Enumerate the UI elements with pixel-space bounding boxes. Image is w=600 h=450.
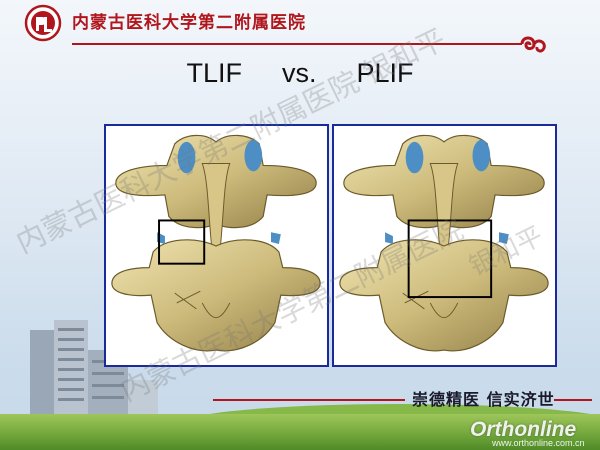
tlif-highlight-box — [158, 219, 206, 265]
header-divider — [72, 43, 512, 45]
orthonline-url: www.orthonline.com.cn — [492, 438, 585, 448]
title-plif: PLIF — [356, 58, 414, 88]
motto-divider-right — [554, 399, 592, 401]
hospital-motto: 崇德精医 信实济世 — [412, 390, 555, 409]
lumbar-spine-image — [339, 134, 549, 352]
title-vs: vs. — [281, 58, 317, 88]
cloud-ornament-icon — [508, 36, 546, 53]
header: 内蒙古医科大学第二附属医院 — [0, 0, 600, 53]
lumbar-spine-image — [111, 134, 321, 352]
orthonline-logo: Orthonline — [470, 418, 577, 441]
tlif-image-panel — [104, 124, 329, 367]
plif-highlight-box — [407, 219, 493, 299]
hospital-emblem-icon — [24, 4, 62, 42]
grass-strip — [0, 414, 600, 450]
hospital-name: 内蒙古医科大学第二附属医院 — [72, 13, 306, 33]
slide-title: TLIF vs. PLIF — [0, 58, 600, 89]
plif-image-panel — [332, 124, 557, 367]
motto-divider-left — [213, 399, 405, 401]
title-tlif: TLIF — [186, 58, 242, 88]
